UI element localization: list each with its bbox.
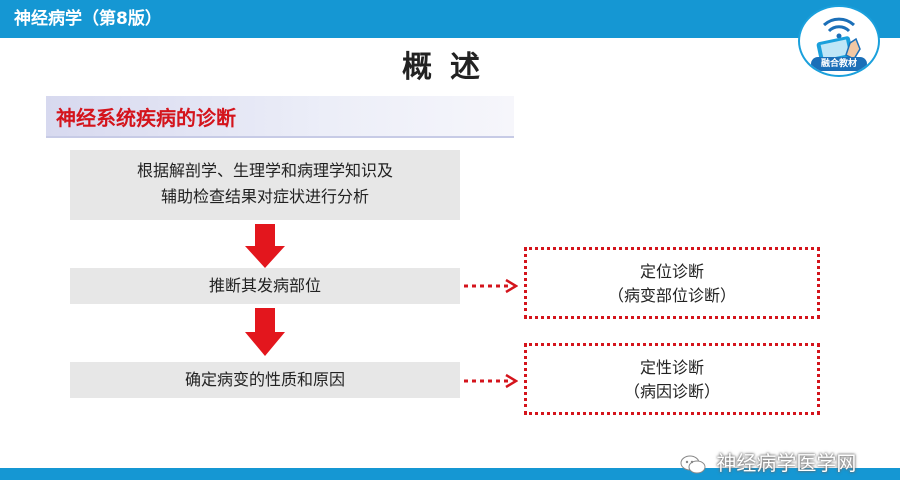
tablet-wifi-icon: [816, 17, 861, 64]
qualitative-diagnosis-subtitle: （病因诊断）: [623, 382, 720, 401]
qualitative-diagnosis-title: 定性诊断: [639, 358, 704, 377]
step-location-box: 推断其发病部位: [70, 268, 460, 304]
section-title: 神经系统疾病的诊断: [56, 106, 236, 130]
top-bar: 神经病学（第8版）: [0, 0, 900, 38]
localization-diagnosis-subtitle: （病变部位诊断）: [607, 286, 736, 305]
step-nature-label: 确定病变的性质和原因: [184, 370, 345, 389]
dotted-arrow-icon: [464, 373, 518, 389]
down-arrow-icon: [245, 308, 285, 356]
step-analysis-line-1: 根据解剖学、生理学和病理学知识及: [136, 161, 393, 180]
dotted-arrow-icon: [464, 278, 518, 294]
page-title: 概述: [402, 50, 498, 85]
localization-diagnosis-box: 定位诊断 （病变部位诊断）: [524, 247, 820, 319]
step-analysis-line-2: 辅助检查结果对症状进行分析: [160, 187, 369, 206]
wechat-icon: [680, 455, 706, 473]
localization-diagnosis-title: 定位诊断: [639, 262, 704, 281]
badge-label: 融合教材: [811, 57, 867, 71]
bottom-bar: [0, 468, 900, 480]
step-nature-box: 确定病变的性质和原因: [70, 362, 460, 398]
down-arrow-icon: [245, 224, 285, 268]
step-location-label: 推断其发病部位: [208, 276, 321, 295]
qualitative-diagnosis-box: 定性诊断 （病因诊断）: [524, 343, 820, 415]
section-banner: 神经系统疾病的诊断: [46, 96, 514, 138]
watermark: 神经病学医学网: [680, 450, 856, 476]
book-title: 神经病学（第8版）: [14, 9, 162, 29]
step-analysis-box: 根据解剖学、生理学和病理学知识及 辅助检查结果对症状进行分析: [70, 150, 460, 220]
textbook-badge: 融合教材: [798, 5, 880, 77]
watermark-text: 神经病学医学网: [716, 451, 857, 475]
